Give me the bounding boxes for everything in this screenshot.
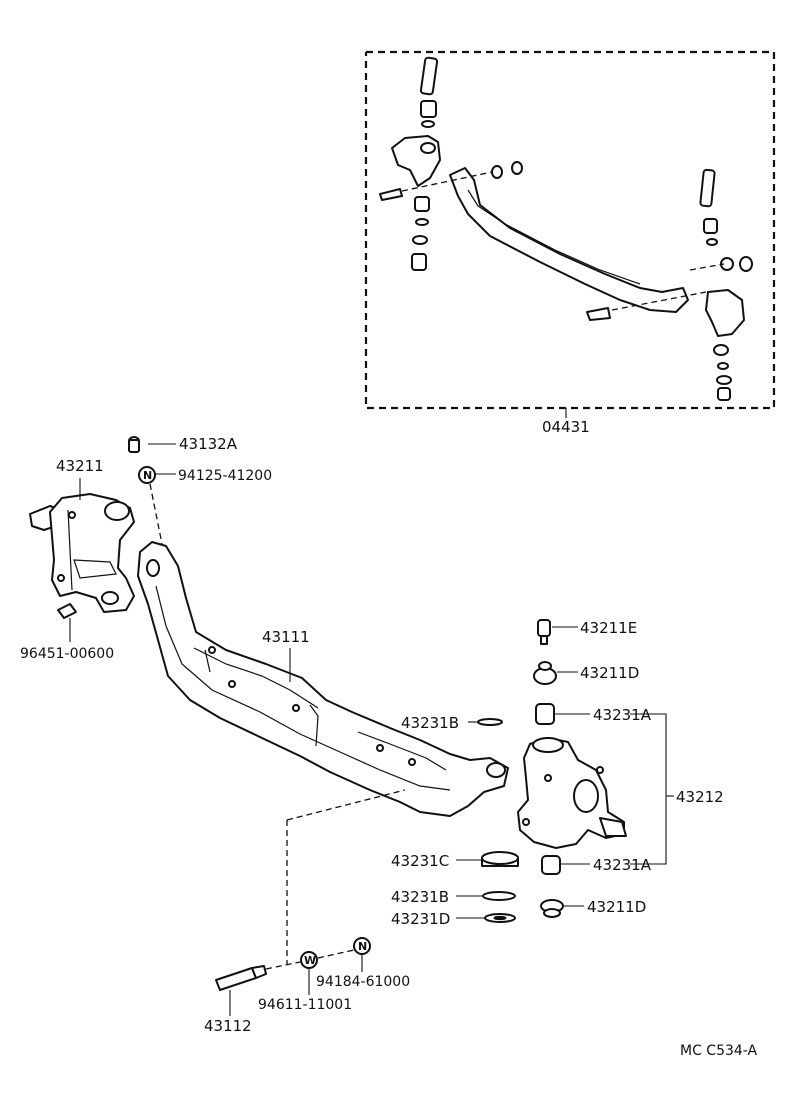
label-43211D-top: 43211D: [580, 664, 639, 682]
plug-43211D-top: [533, 661, 578, 685]
bolt-43132A: [128, 436, 176, 453]
nut-94184: N: [353, 937, 371, 972]
label-94611-11001: 94611-11001: [258, 997, 352, 1013]
shim-43231B-top: [468, 718, 503, 726]
part-labels: 43132A 94125-41200 43211 96451-00600 431…: [20, 435, 724, 1035]
label-43112: 43112: [204, 1017, 252, 1035]
label-43231B-bottom: 43231B: [391, 888, 449, 906]
label-43211D-bottom: 43211D: [587, 898, 646, 916]
label-94184-61000: 94184-61000: [316, 974, 410, 990]
label-43211E: 43211E: [580, 619, 637, 637]
bushing-43231A-bottom: [541, 855, 590, 875]
washer-symbol: W: [304, 954, 316, 967]
bearing-43231C: [456, 851, 519, 867]
label-43111: 43111: [262, 628, 310, 646]
washer-94611: W: [300, 951, 318, 995]
label-43212: 43212: [676, 788, 724, 806]
label-43231A-top: 43231A: [593, 706, 652, 724]
kit-label: 04431: [542, 418, 590, 436]
nut-94125: N: [138, 466, 176, 484]
king-pin-43112: [215, 965, 267, 1016]
label-43132A: 43132A: [179, 435, 238, 453]
label-43231A-bottom: 43231A: [593, 856, 652, 874]
grease-fitting-96451: [57, 603, 77, 642]
footer-code: MC C534-A: [680, 1043, 758, 1059]
nut-symbol: N: [143, 469, 152, 482]
plug-43211D-bottom: [540, 899, 584, 918]
washer-43231D: [456, 913, 516, 923]
label-43231B-top: 43231B: [401, 714, 459, 732]
label-43211: 43211: [56, 457, 104, 475]
kit-inset: 04431: [364, 50, 776, 436]
label-96451-00600: 96451-00600: [20, 646, 114, 662]
bushing-43231A-top: [535, 703, 590, 725]
inset-king-pin-right: [586, 168, 753, 401]
label-94125-41200: 94125-41200: [178, 468, 272, 484]
right-steering-knuckle: [517, 737, 627, 849]
label-43231D: 43231D: [391, 910, 450, 928]
label-43231C: 43231C: [391, 852, 449, 870]
left-steering-knuckle: [29, 493, 135, 613]
nut-symbol-2: N: [358, 940, 367, 953]
inset-king-pin-left: [379, 56, 441, 271]
inset-axle-beam: [449, 167, 689, 313]
front-axle-beam: [137, 541, 509, 817]
shim-43231B-bottom: [456, 891, 516, 901]
grease-nipple-43211E: [537, 619, 578, 645]
